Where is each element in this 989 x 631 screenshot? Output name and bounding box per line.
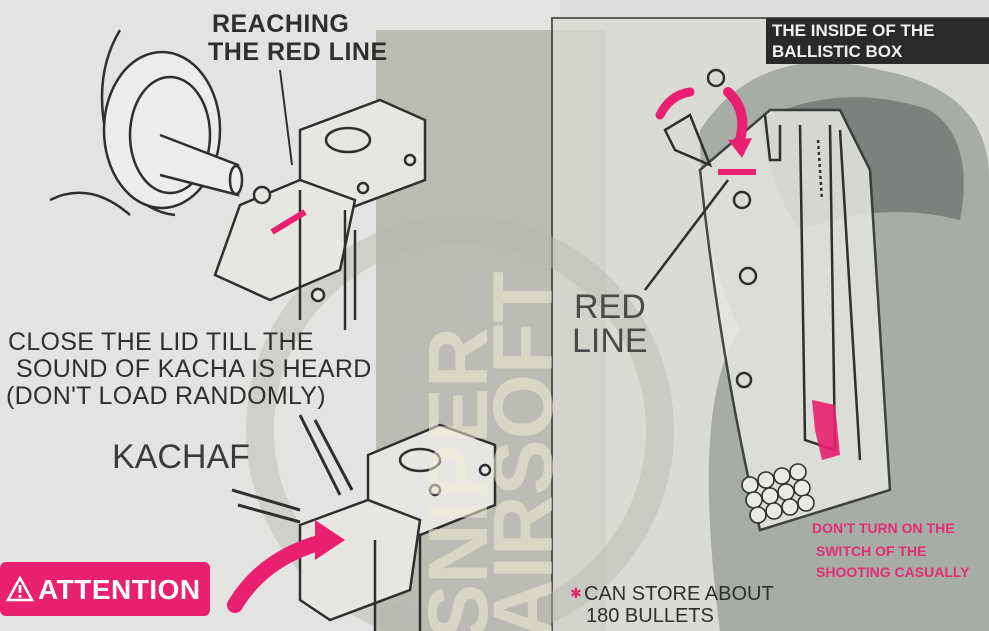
switch-mark [812,400,840,460]
close-lid-line2: SOUND OF KACHA IS HEARD [16,355,372,383]
capacity-line1: CAN STORE ABOUT [584,583,774,605]
magazine-top-upper [213,98,427,330]
bullets-pile [741,463,815,524]
red-line-label-line2: LINE [572,322,648,360]
box-title-line1: THE INSIDE OF THE [772,21,935,40]
reaching-label-line1: REACHING [212,10,350,38]
warning-note-line2: SWITCH OF THE [816,543,927,559]
rotate-arrow-right-icon [723,87,748,145]
reaching-label-line2: THE RED LINE [208,38,388,66]
warning-triangle-icon [6,576,34,602]
watermark-text-2: AIRSOFT [476,271,570,631]
capacity-line2: 180 BULLETS [586,605,714,627]
red-line-mark-upper [270,209,307,235]
warning-note-line3: SHOOTING CASUALLY [816,564,970,580]
attention-badge: ATTENTION [0,562,210,616]
logo-watermark [246,216,674,631]
warning-note-line1: DON'T TURN ON THE [812,520,955,536]
close-lid-line1: CLOSE THE LID TILL THE [8,328,314,356]
kacha-sound-label: KACHAF [112,438,250,476]
box-title-line2: BALLISTIC BOX [772,42,903,61]
rotate-arrow-left-icon [655,87,695,120]
ballistic-box-drawing [644,68,892,532]
kacha-lines [231,414,354,524]
attention-label: ATTENTION [38,574,201,605]
capacity-marker: ✱ [570,585,582,601]
close-lid-line3: (DON'T LOAD RANDOMLY) [6,382,326,410]
ballistic-box-title: THE INSIDE OF THE BALLISTIC BOX [766,18,989,64]
red-line-label-line1: RED [574,288,646,326]
loader-funnel [49,29,244,217]
